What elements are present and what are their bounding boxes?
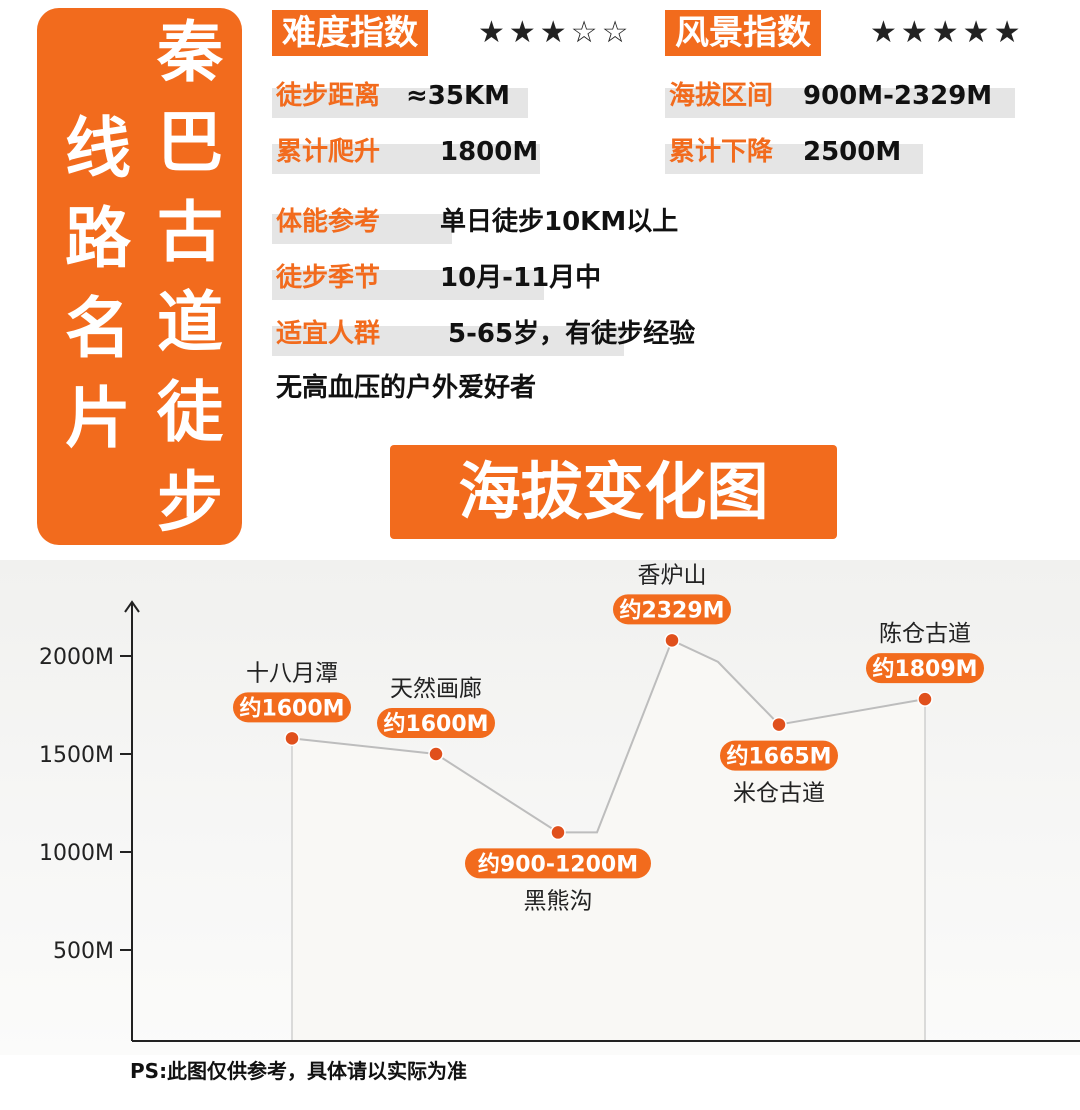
title-char: 古 xyxy=(157,194,223,271)
stat-label: 体能参考 xyxy=(276,207,381,237)
y-tick-label: 2000M xyxy=(39,645,114,670)
title-char: 线 xyxy=(65,110,131,187)
y-tick-label: 1000M xyxy=(39,841,114,866)
stat-bar xyxy=(665,88,1015,118)
y-tick-label: 1500M xyxy=(39,743,114,768)
scenery-stars: ★★★★★ xyxy=(870,15,1025,50)
title-char: 巴 xyxy=(157,104,223,181)
stat-value: 10月-11月中 xyxy=(440,263,602,293)
stat-descent: 累计下降 2500M xyxy=(665,132,923,174)
stat-value: 5-65岁，有徒步经验 xyxy=(448,319,696,349)
title-char: 路 xyxy=(65,200,131,277)
stat-label: 累计爬升 xyxy=(276,137,381,167)
elevation-label: 约1809M xyxy=(872,656,977,682)
waypoint-marker xyxy=(917,691,933,707)
route-title-panel xyxy=(37,8,242,545)
waypoint-marker xyxy=(428,746,444,762)
stat-value: 单日徒步10KM以上 xyxy=(440,207,679,237)
stat-season: 徒步季节 10月-11月中 xyxy=(272,258,601,300)
title-char: 徒 xyxy=(157,374,223,451)
difficulty-tag: 难度指数 xyxy=(272,10,428,56)
elevation-pill xyxy=(377,708,495,738)
chart-title: 海拔变化图 xyxy=(390,445,837,539)
elevation-label: 约1600M xyxy=(239,695,344,721)
elevation-pill xyxy=(613,594,731,625)
elevation-label: 约1665M xyxy=(726,744,831,770)
waypoint-name: 米仓古道 xyxy=(733,781,825,807)
stat-bar xyxy=(272,214,452,244)
waypoint-name: 天然画廊 xyxy=(390,676,482,702)
route-title-main: 秦 巴 古 道 徒 步 xyxy=(150,8,230,548)
difficulty-stars: ★★★☆☆ xyxy=(478,15,633,50)
title-char: 秦 xyxy=(157,14,223,91)
audience-extra: 无高血压的户外爱好者 xyxy=(276,373,537,403)
elevation-label: 约2329M xyxy=(619,597,724,623)
disclaimer-note: PS:此图仅供参考，具体请以实际为准 xyxy=(130,1059,468,1083)
title-char: 名 xyxy=(65,290,131,367)
route-title-sub: 线 路 名 片 xyxy=(58,104,138,464)
scenery-tag: 风景指数 xyxy=(665,10,821,56)
elevation-label: 约1600M xyxy=(383,711,488,737)
stat-label: 累计下降 xyxy=(669,137,774,167)
elevation-pill xyxy=(720,740,838,771)
waypoint-marker xyxy=(284,730,300,747)
stat-value: ≈35KM xyxy=(406,81,510,111)
title-char: 步 xyxy=(157,464,223,541)
waypoint-name: 陈仓古道 xyxy=(879,621,971,647)
stat-bar xyxy=(665,144,923,174)
stat-ascent: 累计爬升 1800M xyxy=(272,132,540,174)
stat-value: 900M-2329M xyxy=(803,81,993,111)
y-tick-label: 500M xyxy=(53,939,114,964)
area-fill xyxy=(292,640,925,1041)
stat-distance: 徒步距离 ≈35KM xyxy=(272,76,528,118)
stat-label: 徒步距离 xyxy=(276,81,381,111)
waypoint-name: 十八月潭 xyxy=(246,660,338,686)
title-char: 道 xyxy=(157,284,223,361)
elevation-pill xyxy=(465,848,651,879)
stat-bar xyxy=(272,144,540,174)
stat-bar xyxy=(272,88,528,118)
stat-label: 适宜人群 xyxy=(276,319,381,349)
stat-label: 徒步季节 xyxy=(276,263,381,293)
waypoint-name: 香炉山 xyxy=(638,562,707,588)
title-char: 片 xyxy=(65,380,131,457)
stat-audience: 适宜人群 5-65岁，有徒步经验 xyxy=(272,314,695,356)
elevation-line xyxy=(291,638,926,834)
elevation-label: 约900-1200M xyxy=(478,851,638,877)
stat-fitness: 体能参考 单日徒步10KM以上 xyxy=(272,202,678,244)
stat-bar xyxy=(272,270,544,300)
waypoint-name: 黑熊沟 xyxy=(524,888,593,914)
waypoint-marker xyxy=(550,824,566,841)
elevation-pill xyxy=(233,692,351,723)
elevation-pill xyxy=(866,653,984,684)
waypoint-marker xyxy=(771,716,787,733)
stat-label: 海拔区间 xyxy=(669,81,774,111)
stat-value: 2500M xyxy=(803,137,902,167)
stat-altitude-range: 海拔区间 900M-2329M xyxy=(665,76,1015,118)
y-axis-arrow xyxy=(124,600,140,613)
stat-value: 1800M xyxy=(440,137,539,167)
stat-bar xyxy=(272,326,624,356)
waypoint-marker xyxy=(664,632,680,649)
